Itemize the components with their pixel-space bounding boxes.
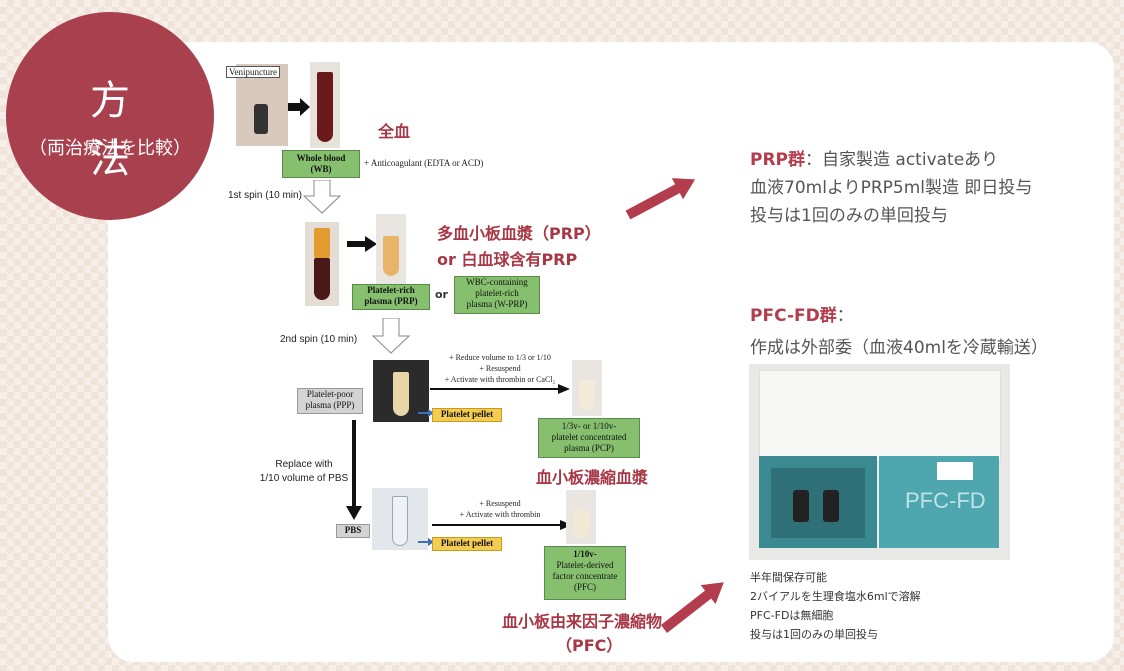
venipuncture-label: Venipuncture bbox=[226, 66, 280, 78]
arrow-right-icon bbox=[418, 409, 434, 417]
arrow-right-icon bbox=[288, 98, 310, 116]
ppp-tube-photo bbox=[373, 360, 429, 422]
arrow-down-hollow-icon bbox=[371, 318, 411, 354]
badge-subtitle: （両治療法を比較） bbox=[29, 138, 191, 159]
label-pfc-abbr: （PFC） bbox=[556, 636, 623, 655]
arrow-down-icon bbox=[346, 420, 362, 520]
platelet-pellet-box-2: Platelet pellet bbox=[432, 537, 502, 551]
prp-supernatant-photo bbox=[376, 214, 406, 284]
pfc-fd-product-photo: PFC-FD bbox=[749, 364, 1010, 560]
label-whole-blood: 全血 bbox=[378, 122, 411, 141]
platelet-pellet-box-1: Platelet pellet bbox=[432, 408, 502, 422]
step-lines: + Reduce volume to 1/3 or 1/10+ Resuspen… bbox=[444, 353, 556, 384]
pbs-tube-photo bbox=[372, 488, 428, 550]
label-pcp: 血小板濃縮血漿 bbox=[536, 468, 649, 487]
pfc-tube-photo bbox=[566, 490, 596, 544]
wb-box: Whole blood(WB) bbox=[282, 150, 360, 178]
badge-title: 方 法 bbox=[90, 78, 160, 182]
label-wprp: or 白血球含有PRP bbox=[437, 250, 578, 269]
or-label: or bbox=[435, 288, 448, 301]
arrow-right-icon bbox=[418, 538, 434, 546]
pbs-box: PBS bbox=[336, 524, 370, 538]
method-badge: 方 法 （両治療法を比較） bbox=[6, 12, 214, 220]
step2-lines: + Resuspend+ Activate with thrombin bbox=[459, 499, 541, 519]
product-label-text: PFC-FD bbox=[905, 488, 986, 513]
label-prp: 多血小板血漿（PRP） bbox=[437, 224, 601, 243]
prp-group-text: PRP群：自家製造 activateあり 血液70mlよりPRP5ml製造 即日… bbox=[750, 150, 1033, 226]
pfc-group-head: PFC-FD群 bbox=[750, 306, 837, 326]
prp-group-head: PRP群 bbox=[750, 150, 806, 170]
prp-tube-photo bbox=[305, 222, 339, 306]
pfc-notes: 半年間保存可能 2バイアルを生理食塩水6mlで溶解 PFC-FDは無細胞 投与は… bbox=[750, 571, 921, 641]
arrow-right-icon bbox=[432, 520, 572, 530]
anticoagulant-label: + Anticoagulant (EDTA or ACD) bbox=[364, 158, 484, 168]
arrow-down-hollow-icon bbox=[302, 180, 342, 214]
pcp-tube-photo bbox=[572, 360, 602, 416]
wb-tube-photo bbox=[310, 62, 340, 148]
arrow-right-icon bbox=[430, 384, 570, 394]
arrow-right-icon bbox=[347, 236, 377, 252]
spin1-label: 1st spin (10 min) bbox=[228, 190, 302, 201]
label-pfc: 血小板由来因子濃縮物 bbox=[502, 612, 663, 631]
spin2-label: 2nd spin (10 min) bbox=[280, 334, 358, 345]
pfc-group-text: PFC-FD群： 作成は外部委（血液40mlを冷蔵輸送） bbox=[750, 306, 1048, 358]
